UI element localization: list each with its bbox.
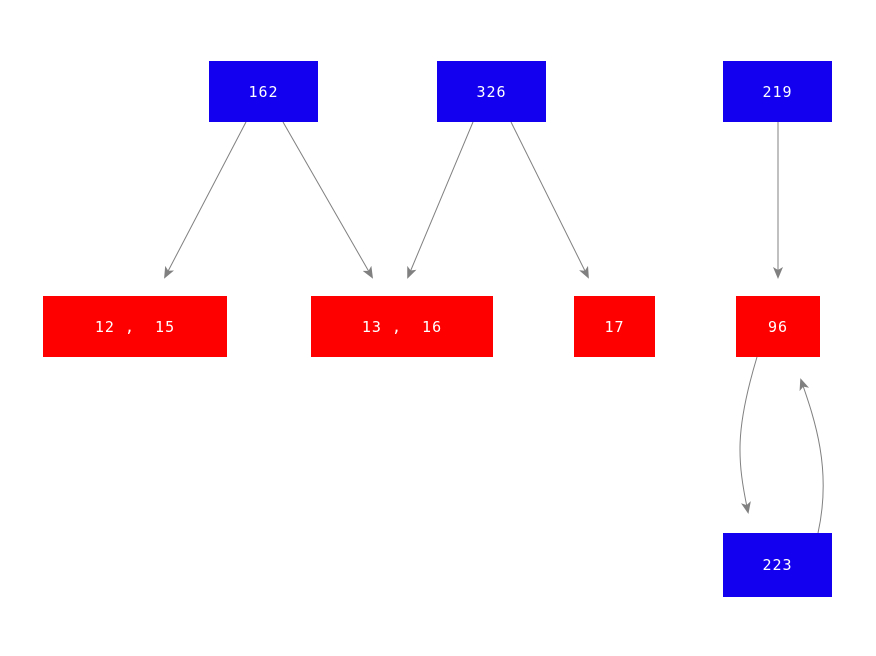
node-219[interactable]: 219 <box>723 61 832 122</box>
node-label: 96 <box>767 317 789 336</box>
node-label: 219 <box>762 82 793 101</box>
node-223[interactable]: 223 <box>723 533 832 597</box>
node-162[interactable]: 162 <box>209 61 318 122</box>
edge-n326-to-n1316 <box>407 121 474 279</box>
edge-n326-to-n17 <box>510 121 589 279</box>
node-17[interactable]: 17 <box>574 296 655 357</box>
edges-group <box>164 121 824 534</box>
node-326[interactable]: 326 <box>437 61 546 122</box>
node-label: 326 <box>476 82 507 101</box>
node-label: 17 <box>604 317 625 336</box>
node-12-15[interactable]: 12 , 15 <box>43 296 227 357</box>
edge-n162-to-n1215 <box>164 121 247 279</box>
node-label: 12 , 15 <box>94 317 176 336</box>
node-96[interactable]: 96 <box>736 296 820 357</box>
edge-n223-to-n96 <box>799 378 824 534</box>
node-label: 13 , 16 <box>361 317 443 336</box>
edge-n96-to-n223 <box>739 356 758 514</box>
node-label: 223 <box>762 556 793 574</box>
node-13-16[interactable]: 13 , 16 <box>311 296 493 357</box>
edge-n162-to-n1316 <box>282 121 373 279</box>
node-label: 162 <box>248 82 279 101</box>
